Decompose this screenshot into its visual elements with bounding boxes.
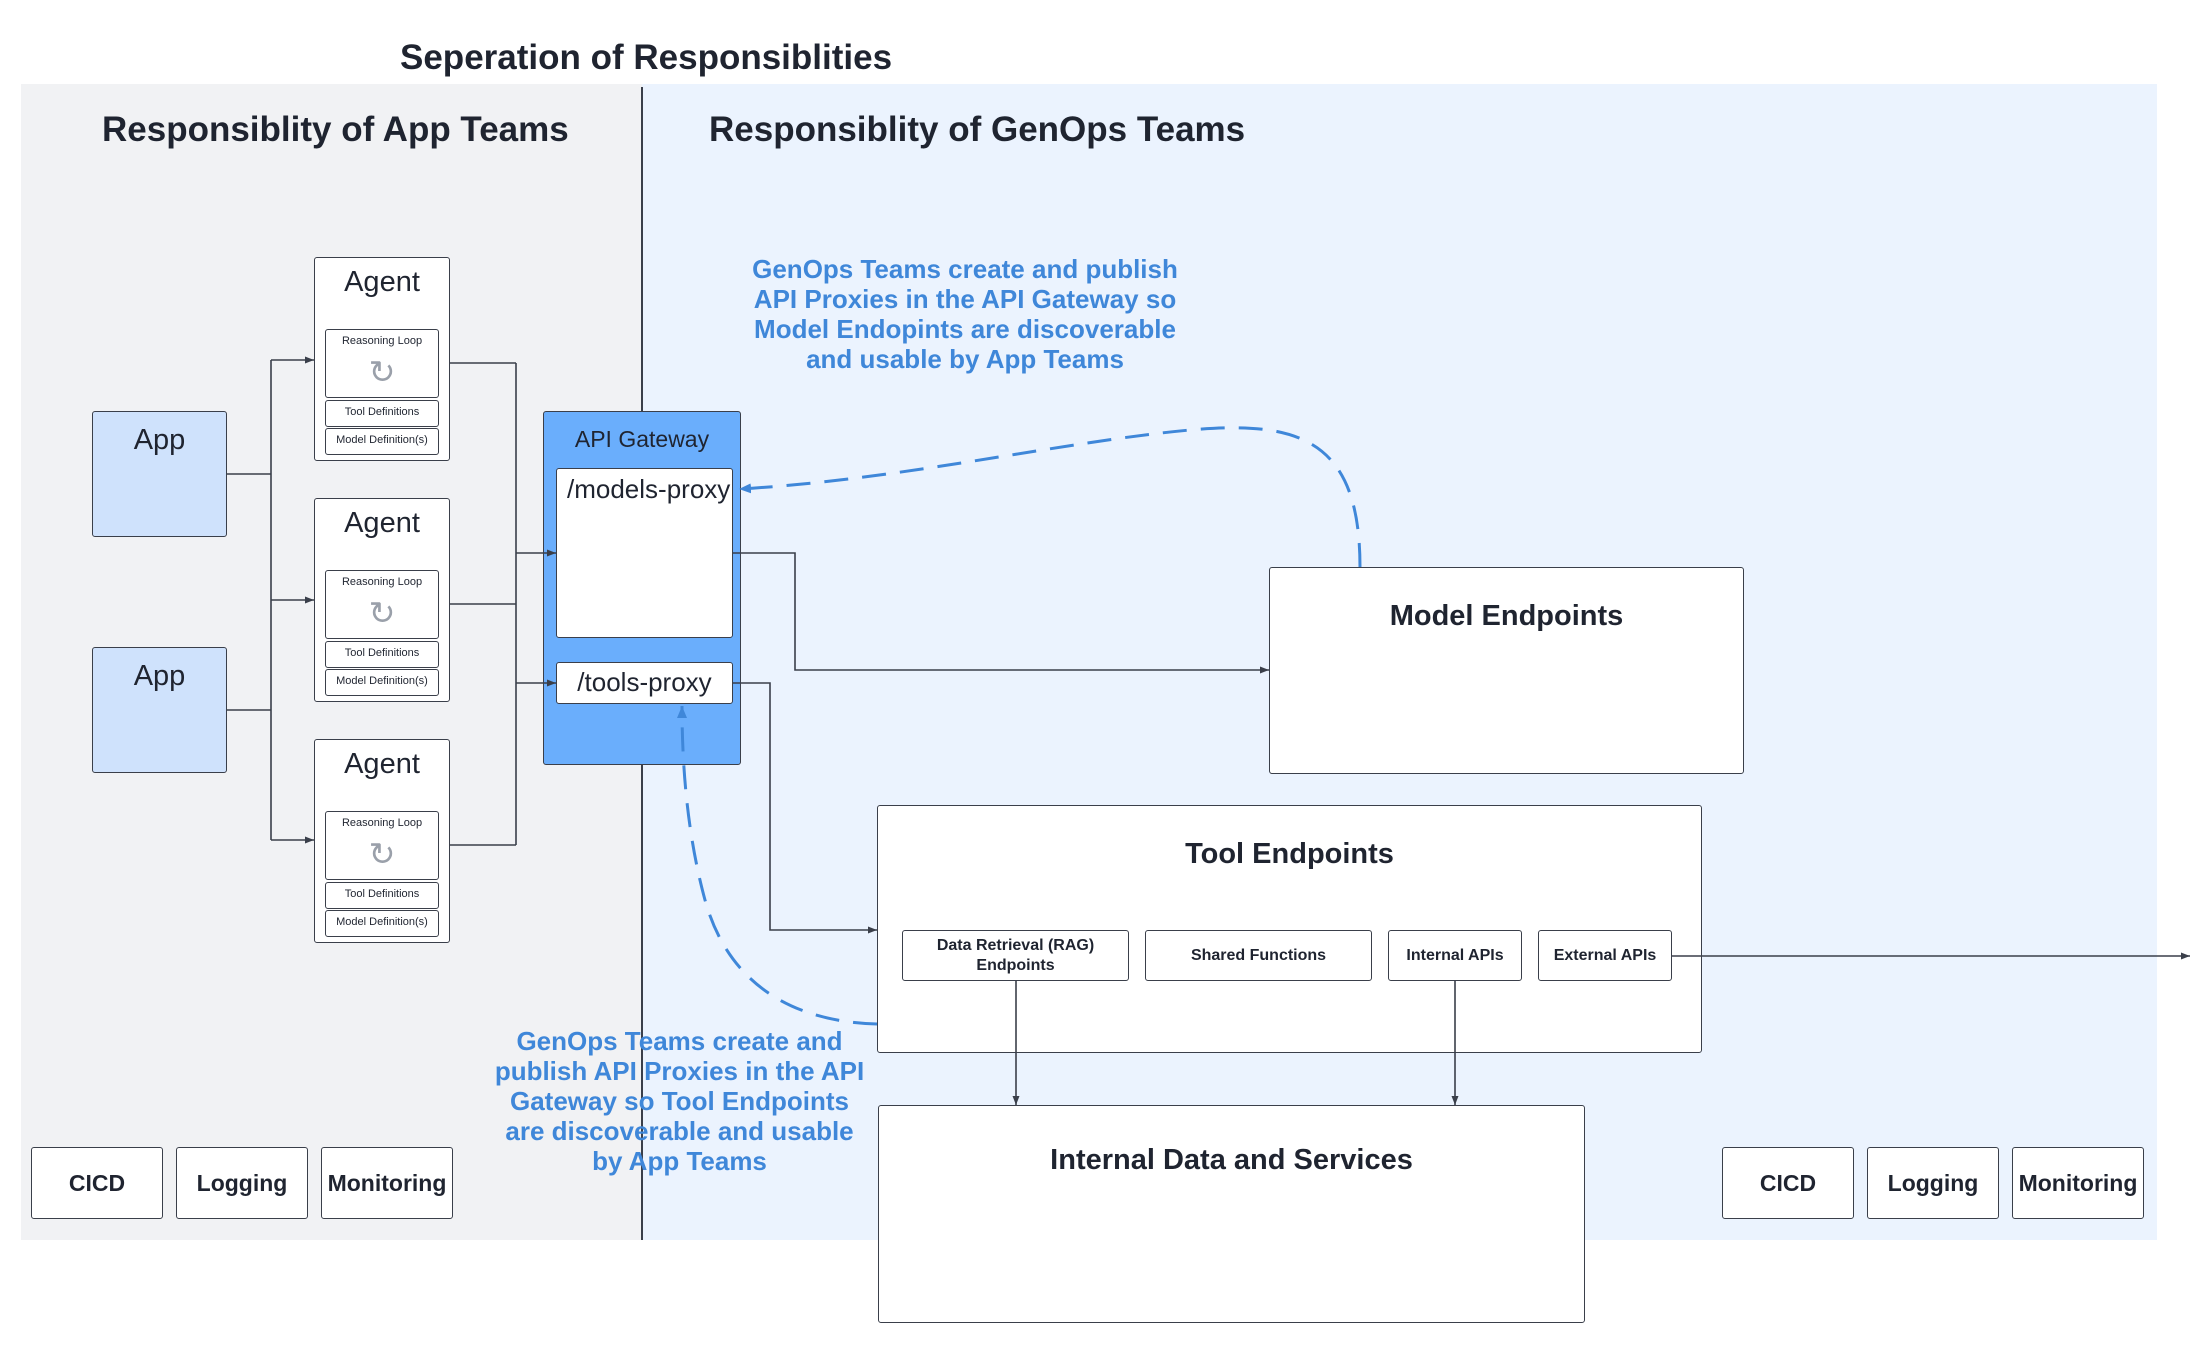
- tools-proxy[interactable]: /tools-proxy: [556, 662, 733, 704]
- external-apis[interactable]: External APIs: [1538, 930, 1672, 981]
- reasoning-loop-label: Reasoning Loop: [341, 576, 423, 588]
- model-endpoints-title: Model Endpoints: [1389, 600, 1624, 632]
- agent-title: Agent: [344, 748, 420, 780]
- tools-annotation: GenOps Teams create and publish API Prox…: [494, 1026, 865, 1176]
- models-annotation: GenOps Teams create and publish API Prox…: [752, 254, 1178, 374]
- reasoning-loop: Reasoning Loop ↻: [325, 570, 439, 639]
- internal-data-services[interactable]: Internal Data and Services: [878, 1105, 1585, 1323]
- model-definitions: Model Definition(s): [325, 910, 439, 937]
- agent-title: Agent: [344, 507, 420, 539]
- cicd-box[interactable]: CICD: [31, 1147, 163, 1219]
- tool-endpoints-title: Tool Endpoints: [1185, 838, 1394, 870]
- reasoning-loop: Reasoning Loop ↻: [325, 329, 439, 398]
- app-box[interactable]: App: [92, 647, 227, 773]
- internal-data-services-title: Internal Data and Services: [1050, 1144, 1413, 1176]
- refresh-icon: ↻: [368, 836, 396, 872]
- model-definitions: Model Definition(s): [325, 669, 439, 696]
- tool-definitions: Tool Definitions: [325, 400, 439, 427]
- refresh-icon: ↻: [368, 595, 396, 631]
- logging-box[interactable]: Logging: [1867, 1147, 1999, 1219]
- models-proxy-to-model-endpoints: [733, 552, 1269, 674]
- page-title: Seperation of Responsiblities: [400, 38, 893, 77]
- reasoning-loop-label: Reasoning Loop: [341, 335, 423, 347]
- reasoning-loop-label: Reasoning Loop: [341, 817, 423, 829]
- cicd-box[interactable]: CICD: [1722, 1147, 1854, 1219]
- app-label: App: [133, 660, 186, 692]
- agent-title: Agent: [344, 266, 420, 298]
- monitoring-box[interactable]: Monitoring: [321, 1147, 453, 1219]
- tools-proxy-to-tool-endpoints: [733, 682, 877, 934]
- api-gateway-label: API Gateway: [574, 426, 710, 452]
- app-box[interactable]: App: [92, 411, 227, 537]
- reasoning-loop: Reasoning Loop ↻: [325, 811, 439, 880]
- tool-definitions: Tool Definitions: [325, 641, 439, 668]
- agent-box[interactable]: Agent Reasoning Loop ↻ Tool Definitions …: [314, 739, 450, 943]
- refresh-icon: ↻: [368, 354, 396, 390]
- tool-endpoints-publish-arrow: [677, 705, 878, 1026]
- model-endpoints-publish-arrow: [738, 426, 1362, 568]
- models-proxy[interactable]: /models-proxy: [556, 468, 733, 638]
- logging-box[interactable]: Logging: [176, 1147, 308, 1219]
- model-endpoints[interactable]: Model Endpoints: [1269, 567, 1744, 774]
- tool-definitions: Tool Definitions: [325, 882, 439, 909]
- tool-endpoints[interactable]: Tool Endpoints: [877, 805, 1702, 1053]
- app-label: App: [133, 424, 186, 456]
- shared-functions[interactable]: Shared Functions: [1145, 930, 1372, 981]
- genops-teams-title: Responsiblity of GenOps Teams: [709, 110, 1246, 149]
- agent-box[interactable]: Agent Reasoning Loop ↻ Tool Definitions …: [314, 257, 450, 461]
- model-definitions: Model Definition(s): [325, 428, 439, 455]
- agent-box[interactable]: Agent Reasoning Loop ↻ Tool Definitions …: [314, 498, 450, 702]
- app-teams-title: Responsiblity of App Teams: [102, 110, 569, 149]
- monitoring-box[interactable]: Monitoring: [2012, 1147, 2144, 1219]
- data-retrieval-endpoints[interactable]: Data Retrieval (RAG) Endpoints: [902, 930, 1129, 981]
- internal-apis[interactable]: Internal APIs: [1388, 930, 1522, 981]
